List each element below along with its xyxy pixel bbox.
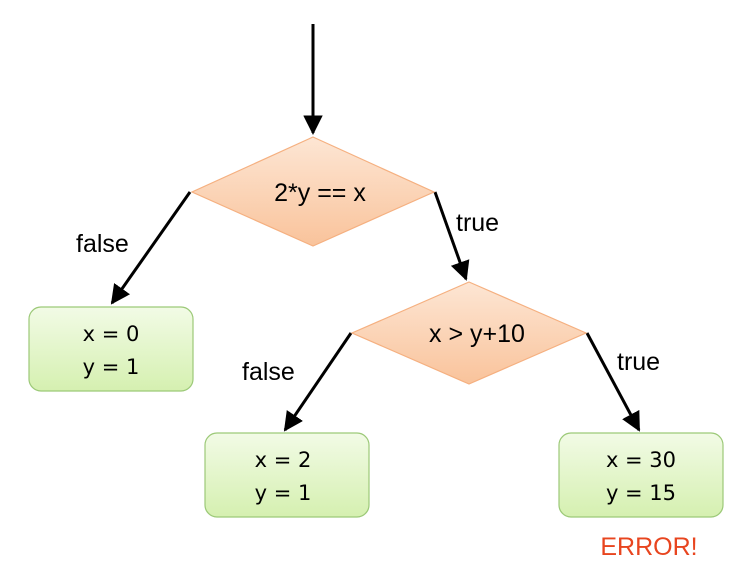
state-box-2: x = 2 y = 1 (204, 432, 370, 518)
error-label: ERROR! (600, 533, 697, 561)
decision-node-1: 2*y == x (190, 136, 436, 247)
state-box-3-line-2: y = 15 (606, 481, 676, 505)
edge-label-d1-false: false (76, 230, 129, 258)
decision-label-2: x > y+10 (429, 320, 525, 348)
edge-label-d2-false: false (242, 358, 295, 386)
state-box-2-line-2: y = 1 (255, 481, 312, 505)
edge-label-d2-true: true (617, 348, 660, 376)
decision-node-2: x > y+10 (350, 281, 588, 385)
state-box-3: x = 30 y = 15 (558, 432, 724, 518)
edge-label-d1-true: true (456, 209, 499, 237)
state-box-3-line-1: x = 30 (606, 448, 676, 472)
state-box-1: x = 0 y = 1 (28, 306, 194, 392)
edge-d1-to-d2 (433, 191, 470, 281)
state-box-1-line-2: y = 1 (83, 355, 140, 379)
decision-label-1: 2*y == x (274, 179, 366, 207)
state-box-1-line-1: x = 0 (83, 322, 140, 346)
edge-d2-to-s3 (585, 332, 641, 432)
edge-d1-to-s1 (110, 191, 192, 305)
state-box-2-line-1: x = 2 (255, 448, 312, 472)
edge-d2-to-s2 (283, 332, 353, 432)
